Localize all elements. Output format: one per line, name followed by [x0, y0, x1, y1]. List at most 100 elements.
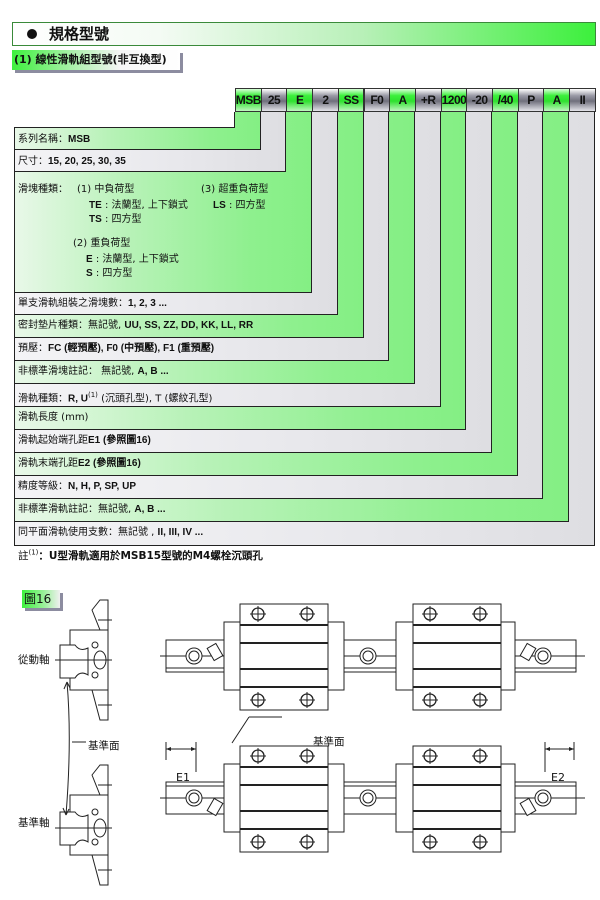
row-e2-part: E2 (參照圖16) [78, 458, 141, 469]
block-e-code: E [86, 254, 93, 265]
block-e-desc: 法蘭型, 上下鎖式 [102, 254, 179, 265]
row-rail-length: 滑軌長度 (mm) [18, 411, 88, 425]
row-e2: 滑軌末端孔距E2 (參照圖16) [18, 457, 141, 471]
grease-nipple [206, 642, 224, 662]
row-nonstd-block-part: A, B ... [137, 366, 169, 377]
code-cell-4: SS [337, 88, 365, 112]
code-cell-9: -20 [466, 88, 493, 112]
row-e1-part: 滑軌起始端孔距 [18, 435, 88, 446]
code-cell-7: +R [414, 88, 442, 112]
blank-corner [14, 112, 235, 128]
row-size-part: 15, 20, 25, 30, 35 [48, 156, 126, 167]
row-series: 系列名稱：MSB [18, 133, 90, 147]
code-cell-0: MSB [235, 88, 262, 112]
block-te-code: TE [89, 200, 102, 211]
row-rail-type-part: (1) [88, 391, 98, 399]
code-cell-10: /40 [492, 88, 519, 112]
row-size-part: 尺寸： [18, 156, 48, 167]
row-accuracy-part: N, H, P, SP, UP [68, 481, 136, 492]
row-blocks-per-rail-part: 單支滑軌組裝之滑塊數： [18, 298, 128, 309]
figure-tag-label: 圖16 [24, 592, 52, 606]
block-type-label: 滑塊種類： [18, 184, 68, 195]
figure-tag: 圖16 [22, 590, 60, 608]
block-s: S : 四方型 [86, 268, 133, 279]
row-blocks-per-rail: 單支滑軌組裝之滑塊數：1, 2, 3 ... [18, 297, 167, 311]
row-coplanar-part: II, III, IV ... [157, 527, 204, 538]
row-series-part: 系列名稱： [18, 134, 68, 145]
block-s-code: S [86, 268, 93, 279]
row-coplanar-part: 同平面滑軌使用支數：無記號 , [18, 527, 158, 538]
reference-surface-label: 基準面 [88, 740, 120, 752]
code-cell-1: 25 [260, 88, 288, 112]
block-s-desc: 四方型 [102, 268, 133, 279]
side-profile-drawing [55, 599, 112, 886]
block-e: E : 法蘭型, 上下鎖式 [86, 254, 179, 265]
bullet-icon [27, 29, 37, 39]
code-cell-6: A [389, 88, 416, 112]
block-te: TE : 法蘭型, 上下鎖式 [89, 200, 188, 211]
code-cell-12: A [543, 88, 571, 112]
e2-label: E2 [551, 771, 565, 784]
row-seal-type-part: UU, SS, ZZ, DD, KK, LL, RR [124, 320, 254, 331]
row-preload-part: FC (輕預壓), F0 (中預壓), F1 (重預壓) [48, 343, 215, 354]
footnote-sup: (1) [28, 548, 39, 557]
row-e2-part: 滑軌末端孔距 [18, 458, 78, 469]
subsection-title: (1) 線性滑軌組型號(非互換型) [14, 53, 167, 66]
row-accuracy: 精度等級：N, H, P, SP, UP [18, 480, 136, 494]
footnote-text: ：U型滑軌適用於MSB15型號的M4螺栓沉頭孔 [38, 550, 263, 562]
block-ls-code: LS [213, 200, 226, 211]
row-coplanar: 同平面滑軌使用支數：無記號 , II, III, IV ... [18, 526, 203, 540]
block-ts-desc: 四方型 [111, 214, 142, 225]
code-cell-13: II [569, 88, 596, 112]
driven-block-profile [55, 599, 112, 721]
row-e1: 滑軌起始端孔距E1 (參照圖16) [18, 434, 151, 448]
upper-assembly [160, 603, 585, 711]
block-ts-code: TS [89, 214, 102, 225]
section-title-bar: 規格型號 [12, 22, 596, 46]
row-e1-part: E1 (參照圖16) [88, 435, 151, 446]
row-blocks-per-rail-part: 1, 2, 3 ... [128, 298, 167, 309]
row-seal-type-part: 密封墊片種類：無記號, [18, 320, 125, 331]
code-cell-8: 1200 [440, 88, 468, 112]
row-nonstd-rail-part: 非標準滑軌註記：無記號, [18, 504, 135, 515]
row-nonstd-rail: 非標準滑軌註記：無記號, A, B ... [18, 503, 165, 517]
footnote-prefix: 註 [18, 550, 29, 562]
block-ls: LS : 四方型 [213, 200, 266, 211]
medium-load-title: (1) 中負荷型 [77, 184, 135, 195]
super-heavy-load-title: (3) 超重負荷型 [201, 184, 269, 195]
reference-surface-arrow [62, 681, 86, 816]
row-accuracy-part: 精度等級： [18, 481, 68, 492]
code-cell-3: 2 [312, 88, 339, 112]
row-size: 尺寸：15, 20, 25, 30, 35 [18, 155, 126, 169]
block-ls-desc: 四方型 [235, 200, 266, 211]
heavy-load-title: (2) 重負荷型 [73, 238, 131, 249]
reference-axis-label: 基準軸 [18, 817, 50, 829]
row-nonstd-block: 非標準滑塊註記： 無記號, A, B ... [18, 365, 169, 379]
block-1 [239, 603, 329, 711]
code-cell-5: F0 [363, 88, 391, 112]
code-cell-11: P [517, 88, 545, 112]
row-nonstd-block-part: 非標準滑塊註記： 無記號, [18, 366, 138, 377]
block-2 [412, 603, 502, 711]
code-cell-2: E [286, 88, 314, 112]
block-te-desc: 法蘭型, 上下鎖式 [111, 200, 188, 211]
block-ts: TS : 四方型 [89, 214, 142, 225]
row-preload: 預壓：FC (輕預壓), F0 (中預壓), F1 (重預壓) [18, 342, 214, 356]
section-title: 規格型號 [49, 25, 110, 43]
subsection-tag: (1) 線性滑軌組型號(非互換型) [12, 50, 180, 70]
row-series-part: MSB [68, 134, 91, 145]
row-rail-type-part: R, U [68, 393, 88, 405]
diagram-left-border [14, 128, 15, 546]
row-preload-part: 預壓： [18, 343, 48, 354]
lower-assembly [160, 716, 585, 853]
row-seal-type: 密封墊片種類：無記號, UU, SS, ZZ, DD, KK, LL, RR [18, 319, 253, 333]
row-rail-type-part: 滑軌種類： [18, 393, 68, 405]
e1-label: E1 [176, 771, 190, 784]
row-rail-type-part: (沉頭孔型), T (螺紋孔型) [97, 393, 213, 405]
row-rail-length-part: 滑軌長度 (mm) [18, 412, 89, 423]
grease-nipple [519, 642, 537, 662]
driven-axis-label: 從動軸 [18, 654, 50, 666]
reference-surface-top-label: 基準面 [313, 736, 345, 748]
reference-block-profile [55, 764, 112, 886]
top-view-drawing [160, 603, 585, 853]
